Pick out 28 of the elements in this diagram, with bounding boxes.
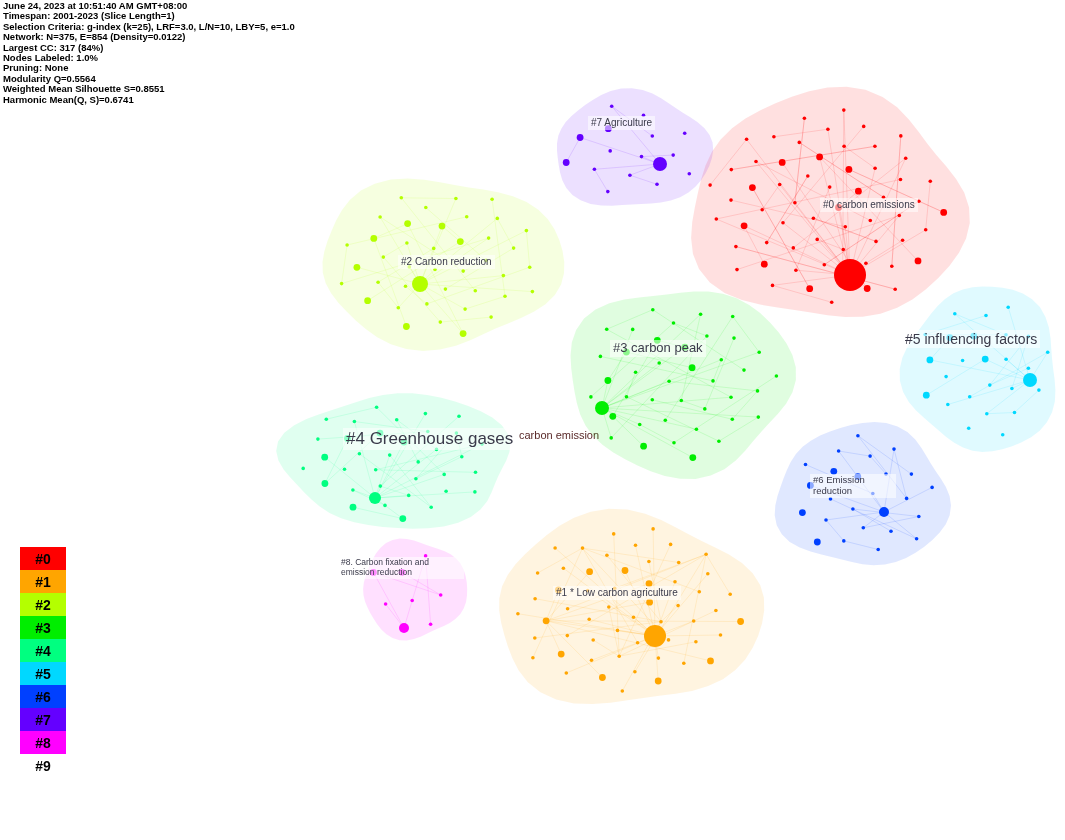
- network-info-text: June 24, 2023 at 10:51:40 AM GMT+08:00: [3, 1, 188, 12]
- legend-label: #2: [35, 596, 51, 613]
- cluster-label: #5 influencing factors: [902, 330, 1041, 349]
- legend-label: #8: [35, 734, 51, 751]
- cluster-label: #1 * Low carbon agriculture: [553, 586, 681, 600]
- legend-label: #5: [35, 665, 51, 682]
- legend-label: #4: [35, 642, 51, 659]
- network-info-text: Modularity Q=0.5564: [3, 73, 96, 85]
- legend-label: #3: [35, 619, 51, 636]
- legend-label: #9: [35, 757, 51, 774]
- legend-label: #1: [35, 573, 51, 590]
- network-info-text: Weighted Mean Silhouette S=0.8551: [3, 84, 165, 95]
- network-info-text: Timespan: 2001-2023 (Slice Length=1): [3, 11, 175, 22]
- network-info-text: Pruning: None: [3, 63, 69, 74]
- cluster-label: #3 carbon peak: [610, 340, 706, 357]
- cluster-label: #2 Carbon reduction: [398, 255, 495, 269]
- network-info-text: Largest CC: 317 (84%): [3, 42, 104, 53]
- legend-label: #6: [35, 688, 51, 705]
- legend-label: #7: [35, 711, 51, 728]
- cluster-label: #0 carbon emissions: [820, 198, 918, 212]
- cluster-label: #6 Emission reduction: [810, 474, 896, 498]
- keyword-label: carbon emission: [517, 428, 602, 442]
- network-info-text: Network: N=375, E=854 (Density=0.0122): [3, 32, 186, 43]
- cluster-label: #7 Agriculture: [588, 116, 656, 130]
- legend-label: #0: [35, 550, 51, 567]
- network-info-text: Nodes Labeled: 1.0%: [3, 53, 99, 64]
- network-info-text: Harmonic Mean(Q, S)=0.6741: [3, 94, 134, 105]
- network-info-text: Selection Criteria: g-index (k=25), LRF=3.0, L/N=10, LBY=5, e=1.0: [3, 21, 295, 33]
